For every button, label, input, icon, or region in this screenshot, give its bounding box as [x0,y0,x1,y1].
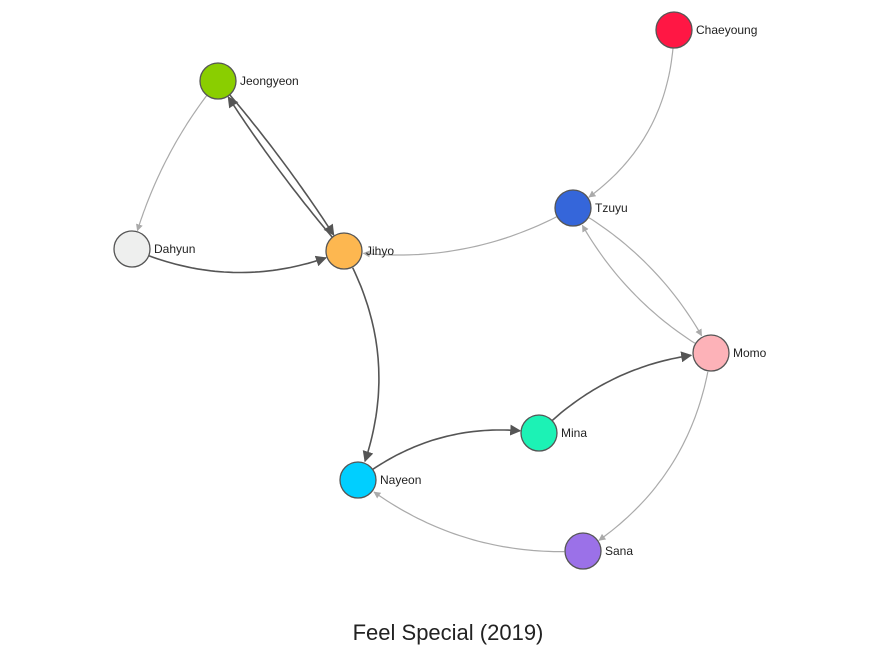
node-label-nayeon: Nayeon [380,473,421,487]
node-circle-nayeon[interactable] [339,461,377,499]
node-jihyo[interactable]: Jihyo [325,232,394,270]
edge-dahyun-to-jihyo [148,255,327,274]
node-circle-tzuyu[interactable] [554,189,592,227]
edges-layer [136,48,709,553]
node-label-jihyo: Jihyo [366,244,394,258]
node-label-mina: Mina [561,426,587,440]
node-circle-jeongyeon[interactable] [199,62,237,100]
edge-mina-to-momo [551,351,693,422]
graph-caption: Feel Special (2019) [352,620,544,645]
node-momo[interactable]: Momo [692,334,767,372]
edge-tzuyu-to-momo [588,217,703,337]
edge-sana-to-nayeon [373,491,565,553]
node-label-momo: Momo [733,346,767,360]
node-dahyun[interactable]: Dahyun [113,230,195,268]
node-jeongyeon[interactable]: Jeongyeon [199,62,299,100]
edge-jihyo-to-jeongyeon [227,96,333,238]
edge-jeongyeon-to-dahyun [136,95,208,232]
node-circle-dahyun[interactable] [113,230,151,268]
node-sana[interactable]: Sana [564,532,633,570]
node-chaeyoung[interactable]: Chaeyoung [655,11,757,49]
node-circle-mina[interactable] [520,414,558,452]
node-circle-jihyo[interactable] [325,232,363,270]
node-circle-sana[interactable] [564,532,602,570]
node-label-jeongyeon: Jeongyeon [240,74,299,88]
edge-jeongyeon-to-jihyo [229,94,335,236]
node-label-dahyun: Dahyun [154,242,195,256]
edge-jihyo-to-nayeon [351,267,380,463]
node-circle-momo[interactable] [692,334,730,372]
edge-tzuyu-to-jihyo [362,216,558,258]
node-nayeon[interactable]: Nayeon [339,461,421,499]
node-label-sana: Sana [605,544,633,558]
node-circle-chaeyoung[interactable] [655,11,693,49]
edge-momo-to-tzuyu [581,224,696,344]
node-mina[interactable]: Mina [520,414,587,452]
edge-nayeon-to-mina [372,424,522,471]
node-label-tzuyu: Tzuyu [595,201,628,215]
node-tzuyu[interactable]: Tzuyu [554,189,628,227]
edge-momo-to-sana [598,371,709,541]
edge-chaeyoung-to-tzuyu [588,48,674,198]
node-label-chaeyoung: Chaeyoung [696,23,757,37]
